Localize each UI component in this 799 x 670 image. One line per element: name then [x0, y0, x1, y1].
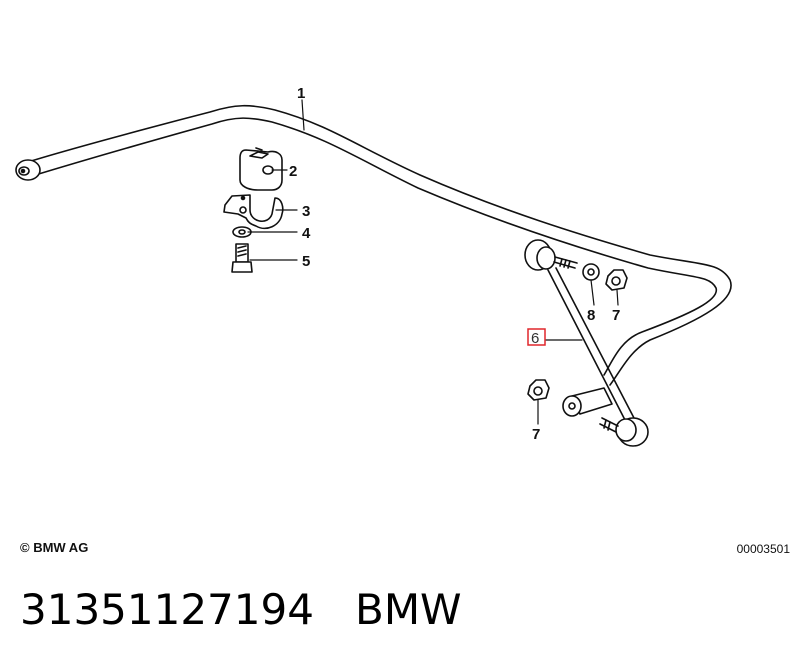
callout-6-highlight [527, 328, 546, 346]
callout-7-upper: 7 [612, 307, 620, 324]
rubber-mount [239, 147, 283, 191]
callout-6: 6 [531, 330, 539, 347]
nut-lower [527, 379, 550, 401]
brand-name: BMW [355, 585, 462, 634]
copyright-text: © BMW AG [20, 540, 89, 555]
callout-5: 5 [302, 253, 310, 270]
leader-lines [247, 99, 619, 425]
callout-8: 8 [587, 307, 595, 324]
diagram-id: 00003501 [736, 542, 790, 556]
washer [232, 226, 252, 238]
callout-2: 2 [289, 163, 297, 180]
stabilizer-bar [15, 104, 732, 386]
callout-7-lower: 7 [532, 426, 540, 443]
link-sleeve [562, 387, 613, 417]
stabilizer-link [524, 239, 649, 447]
clamp-bracket [223, 194, 284, 230]
bolt [231, 243, 253, 273]
nut-upper [605, 269, 628, 291]
callout-1: 1 [297, 85, 305, 102]
washer-8 [582, 263, 600, 281]
callout-3: 3 [302, 203, 310, 220]
part-number: 31351127194 [20, 585, 314, 634]
callout-4: 4 [302, 225, 311, 242]
